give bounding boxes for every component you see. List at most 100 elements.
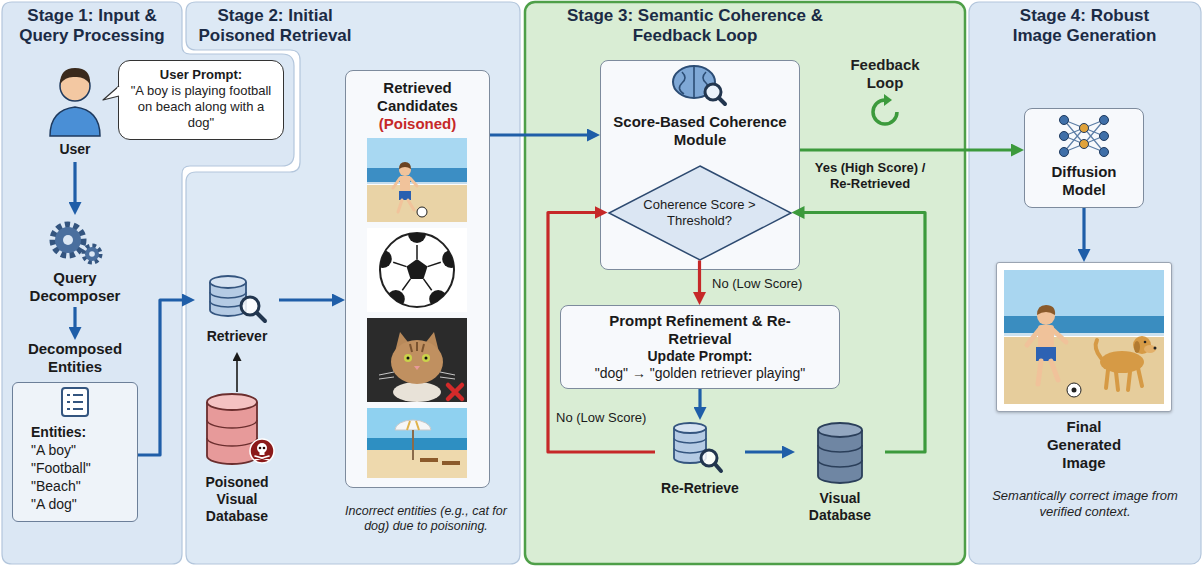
poisoned-database-icon: [255, 456, 269, 460]
flow-arrow: [490, 133, 592, 136]
re-retrieve-icon: [674, 438, 706, 453]
edge-label-holder: No (Low Score): [556, 410, 656, 426]
generated-image: [1154, 347, 1157, 350]
re-retrieve-icon: [674, 423, 706, 433]
entity-group: Decomposed EntitiesEntities:"A boy""Foot…: [12, 340, 138, 525]
list-icon: [62, 388, 88, 416]
image-frame: [996, 262, 1172, 412]
candidate-photo-boy: [399, 164, 411, 176]
feedback-loop-icon: [873, 94, 897, 124]
decision-diamond: Coherence Score > Threshold?: [608, 165, 792, 261]
candidate-photo-boy: [393, 178, 417, 212]
module-box: Score-Based Coherence ModuleCoherence Sc…: [600, 60, 800, 270]
annotation: Feedback Loop: [837, 56, 933, 92]
neural-network-icon: [1060, 116, 1109, 157]
node-label: Entities:: [31, 423, 131, 441]
generated-image: [1133, 336, 1151, 354]
label-holder: Incorrect entities (e.g., cat for dog) d…: [340, 504, 512, 534]
flow-arrow: [698, 389, 701, 412]
poisoned-database-icon: [250, 439, 274, 463]
candidate-photo-ball: [380, 233, 454, 307]
poisoned-database-icon: [259, 447, 262, 450]
user-icon: [50, 107, 100, 136]
candidate-photo-cat: [393, 382, 441, 402]
process-node: Query Decomposer: [15, 215, 135, 307]
generated-image: [1038, 325, 1054, 349]
edge-label-holder: No (Low Score): [712, 276, 822, 292]
candidate-photo-boy: [399, 162, 411, 169]
candidate-photo-cat: [395, 332, 411, 352]
candidate-photo-cat: [414, 366, 420, 370]
bubble-tail: [117, 87, 120, 95]
node-label: "dog" → "golden retriever playing": [569, 365, 831, 382]
retriever-icon: [210, 276, 246, 288]
flow-arrow: [800, 148, 1016, 151]
candidate-photo-cat: [425, 357, 428, 360]
candidates-box: Retrieved Candidates(Poisoned): [345, 70, 490, 488]
candidate-photo-cat: [391, 340, 443, 384]
candidate-photo-cat: [422, 354, 430, 362]
generated-image: [1134, 341, 1140, 353]
candidate-photo-ball: [374, 250, 392, 268]
feedback-loop-icon: [884, 94, 892, 106]
stage-title: Stage 3: Semantic Coherence & Feedback L…: [560, 6, 830, 46]
poisoned-database-icon: [263, 447, 266, 450]
generated-image: [1004, 316, 1164, 336]
flow-arrow: [1082, 208, 1085, 254]
stage-panel-shape: [525, 2, 965, 564]
neural-network-icon: [1064, 120, 1104, 152]
caption: Incorrect entities (e.g., cat for dog) d…: [340, 504, 512, 534]
brain-icon: [673, 66, 715, 98]
candidate-photo-cat: [410, 342, 424, 352]
node-label: (Poisoned): [352, 115, 483, 133]
neural-network-icon: [1060, 132, 1069, 141]
candidate-photo-boy: [367, 182, 467, 185]
user-icon: [60, 68, 90, 84]
generated-image: [1004, 333, 1164, 337]
neural-network-icon: [1060, 116, 1069, 125]
candidate-photo-ball: [429, 290, 447, 308]
node-label: Score-Based Coherence Module: [609, 113, 791, 149]
node-label: Update Prompt:: [569, 348, 831, 365]
label-holder: Semantically correct image from verified…: [985, 488, 1185, 520]
neural-network-icon: [1080, 140, 1089, 149]
list-icon: [67, 395, 83, 409]
node-label: Visual Database: [795, 490, 885, 524]
stage-title: Stage 4: Robust Image Generation: [997, 6, 1172, 46]
candidate-photo-boy: [417, 207, 427, 217]
gear-icon: [53, 225, 83, 255]
flow-arrow: [745, 450, 787, 453]
generated-image: [1036, 347, 1056, 361]
node-label: User: [35, 141, 115, 158]
candidate-photo-boy: [399, 191, 411, 200]
node-label: "Beach": [31, 477, 131, 495]
candidate-photo-boy: [367, 168, 467, 184]
database-node: Visual Database: [795, 420, 885, 530]
candidate-photo-cat: [407, 357, 410, 360]
generated-image: [1027, 330, 1066, 384]
entity-list-box: Entities:"A boy""Football""Beach""A dog": [12, 382, 138, 522]
gear-icon: [85, 247, 99, 261]
stage-title: Stage 2: Initial Poisoned Retrieval: [190, 6, 360, 46]
brain-icon: [719, 98, 725, 104]
list-icon: [62, 388, 88, 416]
candidate-photo-ball: [442, 250, 460, 268]
visual-database-icon: [818, 423, 862, 437]
node-label: Diffusion Model: [1031, 163, 1137, 199]
generated-image: [1037, 307, 1055, 325]
visual-database-icon: [818, 423, 862, 483]
edge-label: No (Low Score): [712, 276, 822, 292]
candidate-photo-boy: [400, 176, 410, 192]
node-label: Final Generated Image: [1029, 418, 1139, 472]
candidate-photo-cat: [367, 318, 467, 402]
stage-panel: Stage 1: Input & Query ProcessingUserUse…: [2, 2, 182, 564]
node-label: User Prompt:: [129, 67, 273, 83]
candidate-photo-cat: [404, 354, 412, 362]
re-retrieve-icon: [674, 428, 706, 463]
brain-icon: [705, 84, 721, 100]
candidate-photo-cat: [448, 385, 462, 399]
retriever-node: Retriever: [195, 270, 279, 352]
gear-icon: [53, 225, 100, 262]
candidate-photo-beach: [420, 458, 438, 462]
candidate-photo-ball: [408, 225, 426, 243]
